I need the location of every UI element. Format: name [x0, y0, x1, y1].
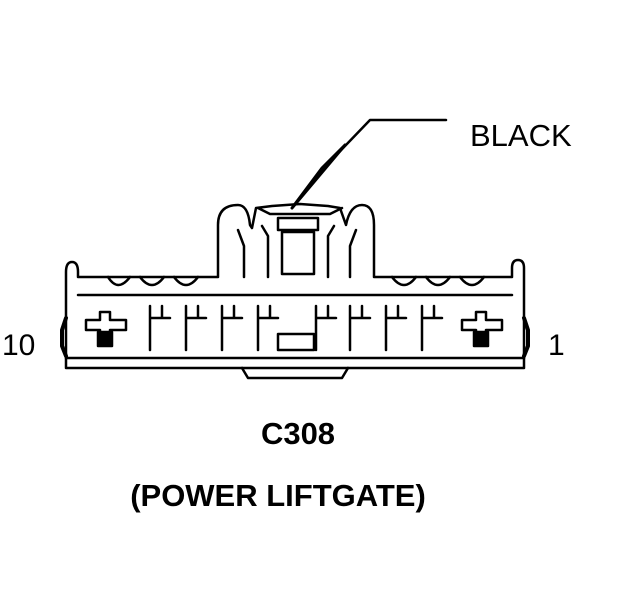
latch-arm-right: [348, 228, 358, 279]
bottom-tab: [240, 366, 350, 380]
leader-arrowhead: [290, 143, 347, 210]
scallop-left: [106, 275, 200, 287]
latch-guide-left: [260, 224, 270, 279]
side-latch-right: [522, 316, 530, 358]
connector-id: C308: [260, 416, 336, 451]
color-label: BLACK: [470, 118, 572, 153]
scallop-right: [390, 275, 486, 287]
pin-number-left: 10: [2, 329, 36, 362]
leader-line: [318, 118, 448, 174]
connector-description: (POWER LIFTGATE): [130, 478, 426, 513]
latch-top-cap: [256, 206, 344, 216]
latch-bar: [276, 216, 320, 232]
connector-body: [64, 202, 526, 370]
latch-guide-right: [326, 224, 336, 279]
pin-number-right: 1: [548, 329, 565, 362]
terminal-cavities: [84, 304, 504, 352]
latch-window: [280, 230, 316, 276]
latch-arm-left: [236, 228, 246, 279]
side-latch-left: [60, 316, 68, 358]
